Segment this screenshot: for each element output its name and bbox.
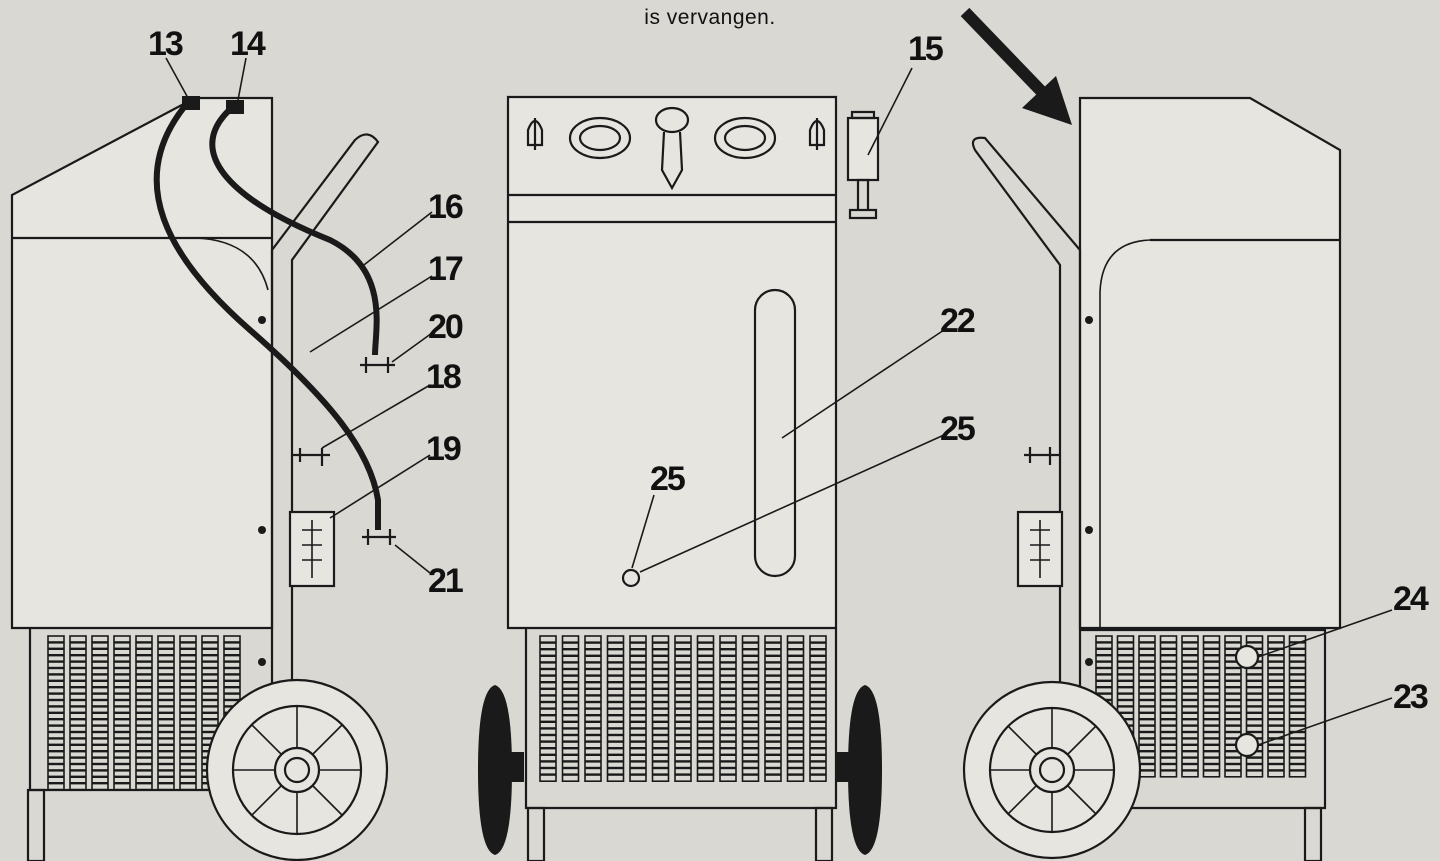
leader-15 <box>867 67 913 156</box>
right-cabinet-curve <box>1099 239 1151 628</box>
callout-25-right: 25 <box>940 410 975 448</box>
center-cabinet <box>506 95 838 630</box>
hose-13 <box>153 98 381 530</box>
leader-23 <box>1257 697 1393 746</box>
leader-22 <box>781 329 945 439</box>
center-wheel-right <box>836 685 882 855</box>
leader-19 <box>329 454 431 519</box>
valve-20 <box>360 357 395 373</box>
callout-16: 16 <box>428 188 463 226</box>
coupling-13 <box>182 96 200 110</box>
gauge-left-inner <box>578 124 622 152</box>
center-leg-right <box>814 806 834 861</box>
right-bolt-1 <box>1085 316 1093 324</box>
callout-25-left: 25 <box>650 460 685 498</box>
callout-21: 21 <box>428 562 463 600</box>
coupling-14 <box>226 100 244 114</box>
center-base <box>524 628 838 810</box>
port-23 <box>1234 732 1260 758</box>
leader-25a <box>639 434 945 573</box>
leader-14 <box>237 57 247 101</box>
callout-13: 13 <box>148 25 183 63</box>
callout-labels: 13 14 15 16 17 18 19 20 21 22 23 24 25 2… <box>148 25 1431 716</box>
right-handle <box>971 136 1082 690</box>
gauge-right <box>713 116 777 160</box>
gauge-left <box>568 116 632 160</box>
leader-lines <box>165 57 1393 746</box>
leader-21 <box>394 544 431 574</box>
filter-15-fittings <box>848 110 878 220</box>
callout-15: 15 <box>908 30 943 68</box>
view-arrow <box>960 7 1047 97</box>
leader-25b <box>631 494 655 569</box>
callout-20: 20 <box>428 308 463 346</box>
left-vent-grille <box>47 635 241 791</box>
valve-knob-left <box>526 118 544 150</box>
gauge-center-stem <box>660 131 684 191</box>
right-valve <box>1024 447 1060 465</box>
left-leg <box>26 788 46 861</box>
port-24 <box>1234 644 1260 670</box>
right-flow-meter-scale <box>1030 520 1050 578</box>
left-handle <box>270 133 380 690</box>
left-frame-bolt <box>258 658 266 666</box>
center-view <box>478 95 882 861</box>
leader-20 <box>391 332 433 363</box>
indicator-25 <box>621 568 641 588</box>
valve-18 <box>292 448 330 466</box>
callout-18: 18 <box>426 358 461 396</box>
left-cabinet <box>10 96 274 630</box>
view-arrow-head <box>1022 76 1072 125</box>
leader-13 <box>165 57 189 99</box>
right-bolt-2 <box>1085 526 1093 534</box>
leader-24 <box>1257 609 1393 658</box>
callout-24: 24 <box>1393 580 1429 618</box>
right-cabinet <box>1078 96 1342 630</box>
callout-23: 23 <box>1393 678 1428 716</box>
left-view <box>10 96 396 861</box>
gauge-center <box>654 106 690 134</box>
flow-meter-scale <box>302 520 322 578</box>
callout-17: 17 <box>428 250 463 288</box>
right-view <box>960 7 1342 861</box>
filter-15 <box>846 116 880 182</box>
left-cabinet-screw <box>258 526 266 534</box>
center-wheel-left <box>478 685 524 855</box>
sight-glass-22 <box>753 288 797 578</box>
right-base <box>1080 628 1327 810</box>
center-vent-grille <box>539 635 827 782</box>
callout-22: 22 <box>940 302 975 340</box>
hose-14 <box>209 102 380 356</box>
leader-17 <box>309 275 433 353</box>
left-cabinet-curve <box>194 237 269 291</box>
callout-19: 19 <box>426 430 461 468</box>
valve-knob-right <box>808 118 826 150</box>
valve-21 <box>362 529 396 545</box>
callout-14: 14 <box>230 25 266 63</box>
leader-18 <box>321 384 431 449</box>
right-leg <box>1303 806 1323 861</box>
caption-text: is vervangen. <box>644 6 776 29</box>
left-wheel <box>205 678 389 861</box>
left-handle-bolt <box>258 316 266 324</box>
center-panel-seam <box>508 193 836 224</box>
right-bolt-3 <box>1085 658 1093 666</box>
center-leg-left <box>526 806 546 861</box>
gauge-right-inner <box>723 124 767 152</box>
right-wheel <box>962 680 1142 860</box>
leader-16 <box>359 211 433 269</box>
